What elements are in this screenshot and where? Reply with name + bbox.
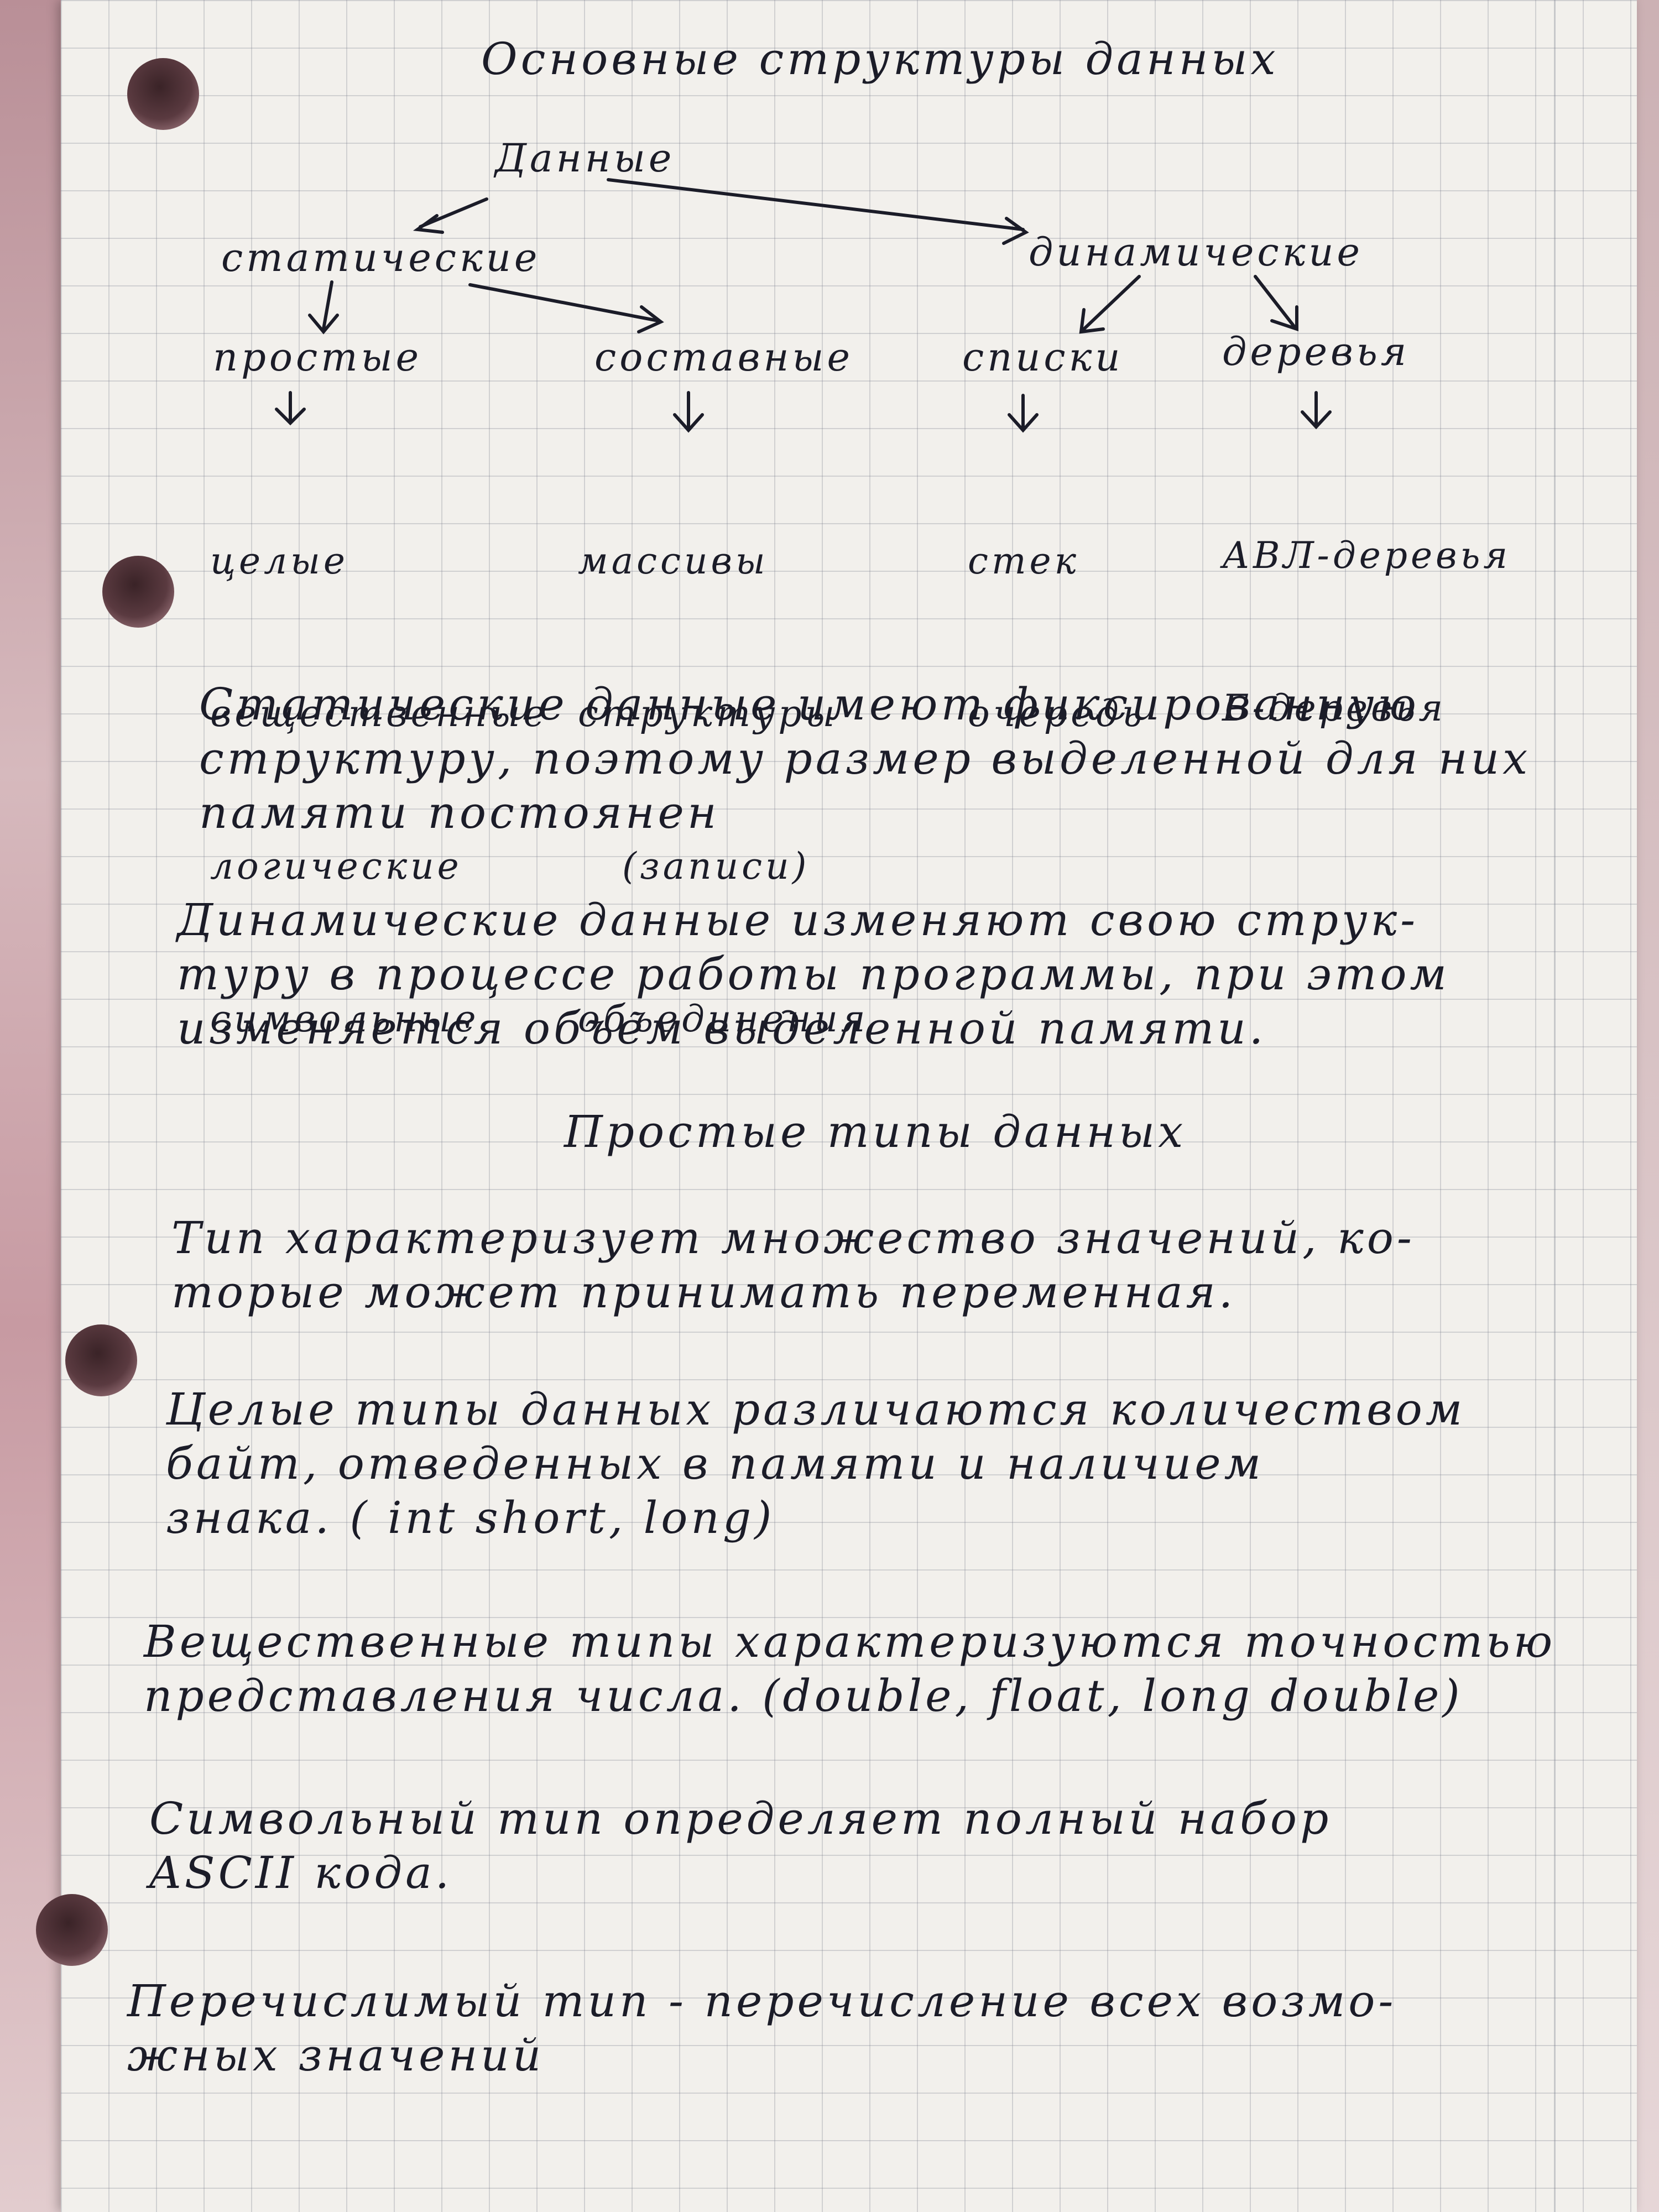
diagram-list-lists: стек очередь [968,434,1145,790]
diagram-list-simple: целые вещественные логические символьные [210,434,548,1095]
list-item: символьные [210,998,479,1040]
diagram-list-compound: массивы структуры (записи) объединения [578,434,869,1095]
diagram-node-simple: простые [213,335,422,380]
paragraph-static: Статические данные имеют фиксированную с… [199,679,1531,838]
list-item: объединения [578,998,869,1040]
paragraph-int: Целые типы данных различаются количество… [166,1384,1466,1543]
arrow-root-to-dynamic [607,178,1025,231]
list-item: структуры [578,692,838,735]
diagram-list-trees: АВЛ-деревья Б-деревья [1222,429,1511,785]
list-item: целые [210,540,348,582]
list-item: АВЛ-деревья [1222,534,1511,577]
punch-hole [102,556,174,628]
page-margin-line [1554,0,1556,2212]
paragraph-type: Тип характеризует множество значений, ко… [171,1212,1415,1318]
punch-hole [65,1324,137,1396]
diagram-node-root: Данные [495,135,675,181]
list-item: массивы [578,540,769,582]
paragraph-enum: Перечислимый тип - перечисление всех воз… [127,1975,1397,2081]
list-item: Б-деревья [1222,687,1447,729]
list-item: стек [968,540,1080,582]
diagram-node-compound: составные [594,335,853,380]
paragraph-dynamic: Динамические данные изменяют свою струк-… [177,894,1450,1054]
arrow-static-to-compound [468,283,660,322]
arrow-dynamic-to-trees [1254,275,1296,328]
arrow-root-to-static [419,197,488,228]
paragraph-char: Символьный тип определяет полный набор A… [149,1793,1332,1898]
section-subtitle: Простые типы данных [564,1106,1187,1157]
notebook-page [61,0,1637,2212]
diagram-node-dynamic: динамические [1029,229,1363,275]
page-title: Основные структуры данных [481,33,1279,85]
diagram-node-trees: деревья [1222,329,1410,374]
list-item: очередь [968,692,1145,735]
list-item: логические [210,845,462,888]
arrow-static-to-simple [322,280,333,331]
punch-hole [127,58,199,130]
arrow-dynamic-to-lists [1082,275,1141,331]
diagram-node-lists: списки [962,335,1124,380]
list-item: вещественные [210,692,549,735]
diagram-node-static: статические [221,235,541,280]
paragraph-real: Вещественные типы характеризуются точнос… [144,1616,1556,1721]
punch-hole [36,1894,108,1966]
list-item: (записи) [622,845,810,888]
